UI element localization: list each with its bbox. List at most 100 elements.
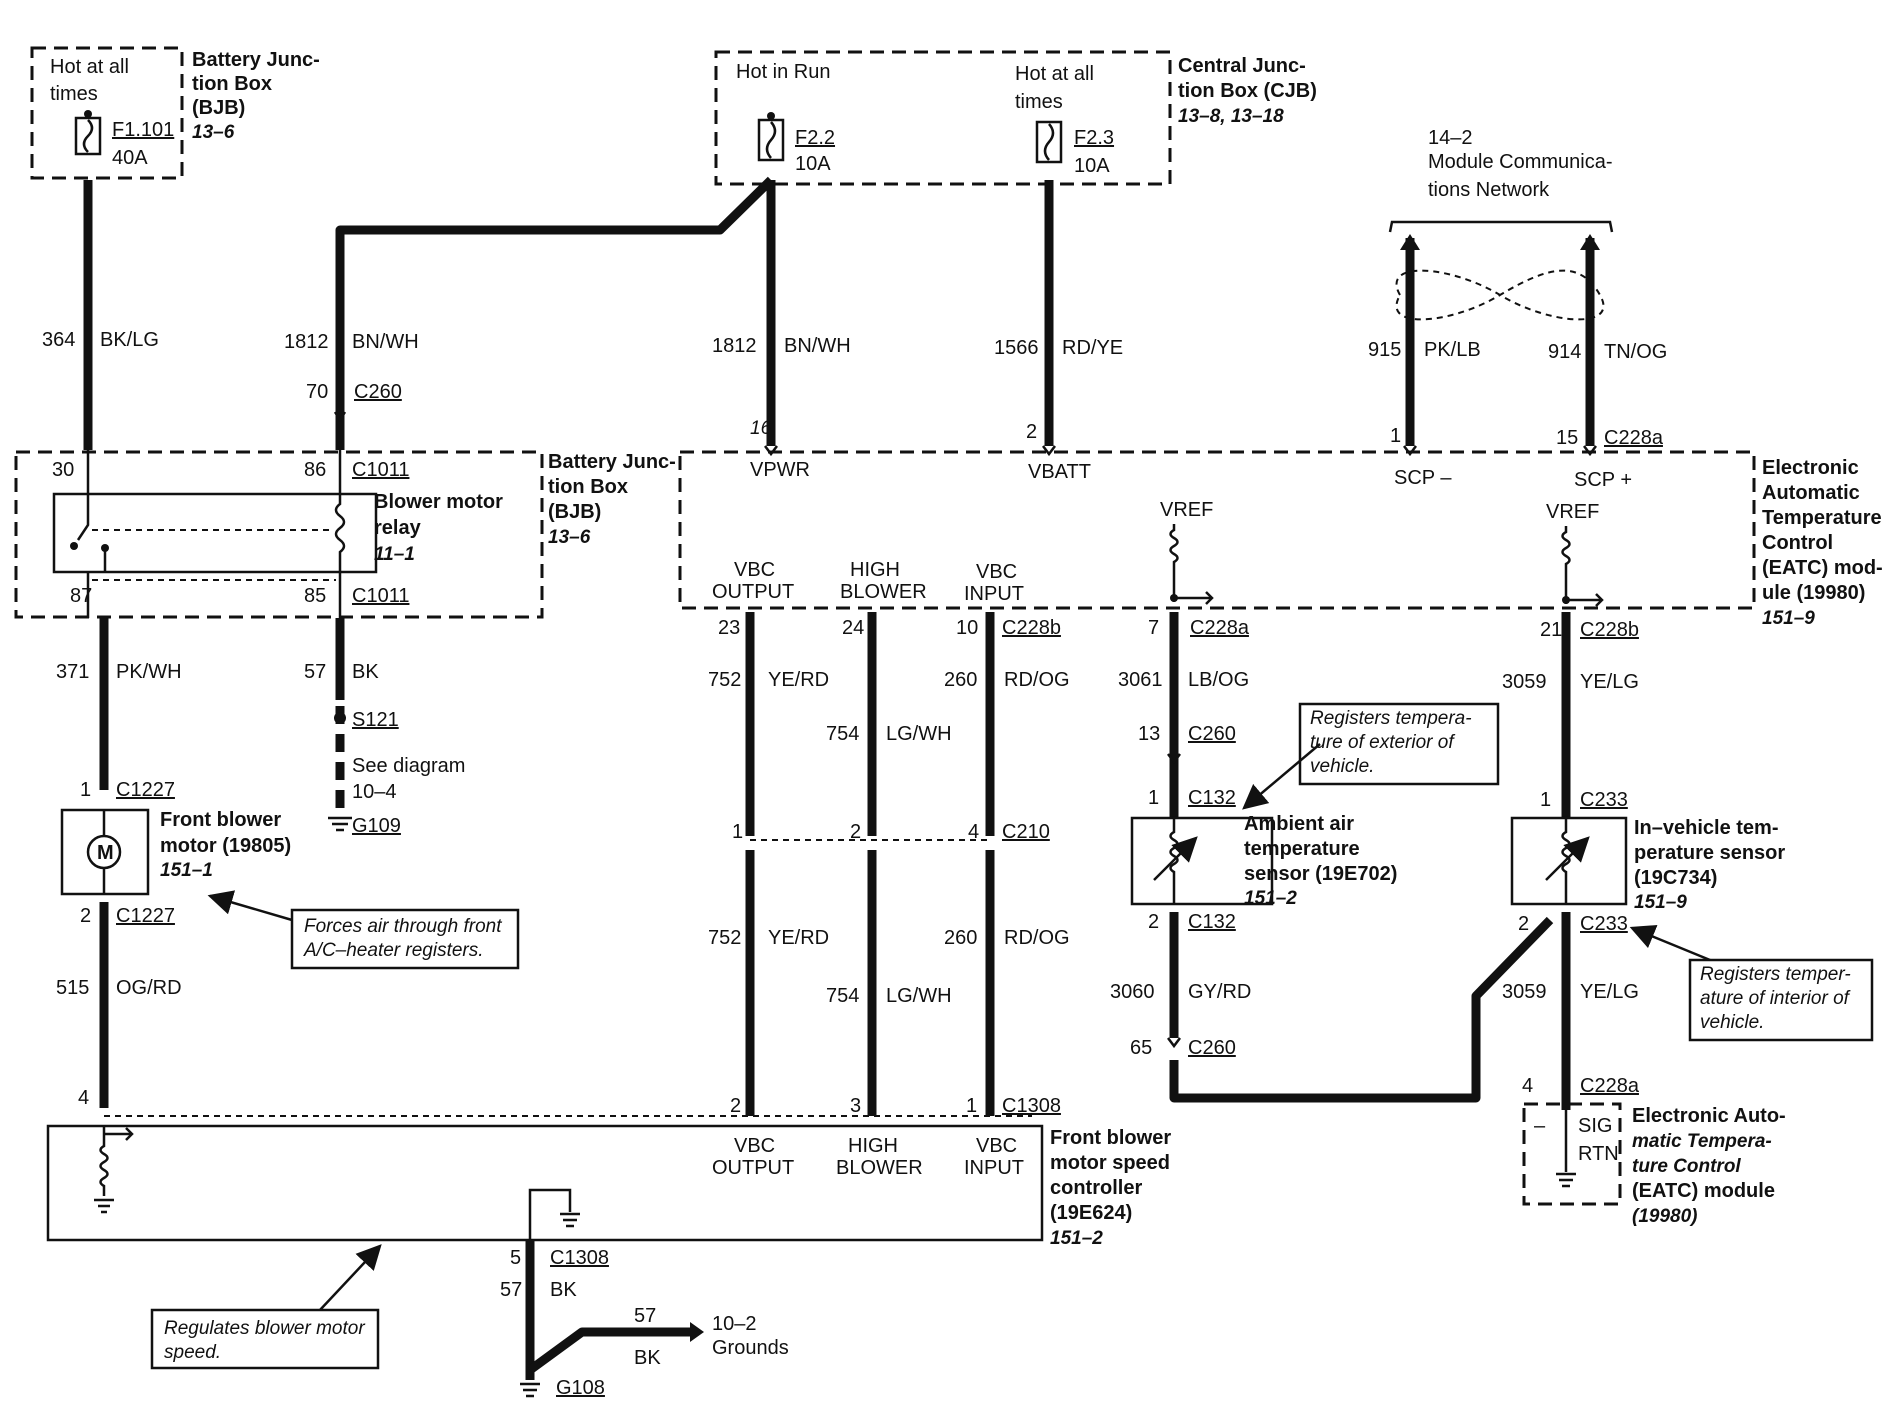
wire-label-color: RD/YE <box>1062 337 1123 359</box>
ground-label: G109 <box>352 815 401 837</box>
pin-label: 65 <box>1130 1037 1152 1059</box>
wire-label-num: 3059 <box>1502 981 1547 1003</box>
wire-label-num: 1812 <box>284 331 329 353</box>
wire-label-num: 752 <box>708 669 741 691</box>
wire-label-num: 752 <box>708 927 741 949</box>
wire-label-color: RD/OG <box>1004 927 1070 949</box>
wire-3059-b <box>1169 916 1554 1103</box>
relay-ref: 11–1 <box>374 544 415 565</box>
pin-label: 2 <box>1518 913 1529 935</box>
eatc-pin-vpwr: VPWR <box>750 459 810 481</box>
cjb-fuse-box <box>714 50 1172 186</box>
pin-label: 86 <box>304 459 326 481</box>
grounds-label: Grounds <box>712 1337 789 1359</box>
blower-speed-controller <box>46 1124 1044 1242</box>
controller-title4: (19E624) <box>1050 1202 1132 1224</box>
callout-regulates <box>150 1308 380 1370</box>
invehicle-title2: perature sensor <box>1634 842 1785 864</box>
relay-switch-icon <box>76 494 90 541</box>
connector-label: C233 <box>1580 789 1628 811</box>
wire-label-num: 754 <box>826 723 859 745</box>
callout-text: A/C–heater registers. <box>303 940 484 961</box>
eatc2-title4: (EATC) module <box>1632 1180 1775 1202</box>
bjb-title: Battery Junc- <box>192 49 320 71</box>
fuse-f22: F2.2 <box>795 127 835 149</box>
wire-label-num: 915 <box>1368 339 1401 361</box>
callout-forces-air <box>290 908 520 970</box>
wire-label-color: LG/WH <box>886 985 952 1007</box>
connector-label: C228a <box>1604 427 1664 449</box>
callout-text: Forces air through front <box>304 916 502 937</box>
eatc2-title2: matic Tempera- <box>1632 1131 1772 1152</box>
twisted-pair-icon <box>1395 269 1605 321</box>
arrow-up-icon <box>1400 234 1420 250</box>
wire-label-color: LB/OG <box>1188 669 1249 691</box>
pin-label: 13 <box>1138 723 1160 745</box>
wire-label-color: PK/WH <box>116 661 182 683</box>
wire-label-color: BN/WH <box>352 331 419 353</box>
see-diagram: See diagram <box>352 755 465 777</box>
wire-label-num: 515 <box>56 977 89 999</box>
wire-label-num: 57 <box>634 1305 656 1327</box>
invehicle-title3: (19C734) <box>1634 867 1717 889</box>
ambient-title3: sensor (19E702) <box>1244 863 1397 885</box>
wire-label-color: GY/RD <box>1188 981 1251 1003</box>
callout-text: vehicle. <box>1700 1012 1764 1033</box>
eatc-title6: ule (19980) <box>1762 582 1865 604</box>
wire-label-num: 3061 <box>1118 669 1163 691</box>
bjb-title2: tion Box <box>192 73 272 95</box>
cjb-hot-all: Hot at all <box>1015 63 1094 85</box>
relay-junction-box <box>14 450 544 619</box>
fuse-element-icon <box>82 119 94 153</box>
relay-label2: relay <box>374 517 422 539</box>
wire-label-num: 1566 <box>994 337 1039 359</box>
eatc-title3: Temperature <box>1762 507 1882 529</box>
pin-label: 2 <box>850 821 861 843</box>
eatc2-title5: (19980) <box>1632 1206 1698 1227</box>
wire-label-num: 3059 <box>1502 671 1547 693</box>
controller-ref: 151–2 <box>1050 1228 1103 1249</box>
ground-icon <box>520 1382 540 1398</box>
wire-label-num: 371 <box>56 661 89 683</box>
pin-label: 3 <box>850 1095 861 1117</box>
fuse-f1101-amps: 40A <box>112 147 148 169</box>
pin-label: 2 <box>1148 911 1159 933</box>
grounds-ref: 10–2 <box>712 1313 757 1335</box>
controller-title3: controller <box>1050 1177 1142 1199</box>
resistor-icon <box>1169 524 1179 602</box>
eatc-title4: Control <box>1762 532 1833 554</box>
fuse-f23: F2.3 <box>1074 127 1114 149</box>
arrow-right-icon <box>690 1322 704 1342</box>
controller-vbc-input2: INPUT <box>964 1157 1024 1179</box>
connector-label: C1308 <box>550 1247 609 1269</box>
bjb2-title3: (BJB) <box>548 501 601 523</box>
callout-text: vehicle. <box>1310 756 1374 777</box>
connector-label: C1011 <box>352 459 409 481</box>
ground-icon <box>560 1212 580 1228</box>
bjb-hot-label: Hot at all <box>50 56 129 78</box>
controller-high-blower2: BLOWER <box>836 1157 923 1179</box>
wire-label-num: 260 <box>944 669 977 691</box>
wire-label-num: 914 <box>1548 341 1581 363</box>
fuse-f1101: F1.101 <box>112 119 174 141</box>
bjb-hot-label2: times <box>50 83 98 105</box>
connector-label: C260 <box>354 381 402 403</box>
eatc-pin-vbatt: VBATT <box>1028 461 1091 483</box>
connector-label: C1227 <box>116 779 175 801</box>
wire-label-color: YE/RD <box>768 669 829 691</box>
relay-coil-icon <box>334 494 346 572</box>
eatc-vref2: VREF <box>1546 501 1599 523</box>
pin-label: 2 <box>1026 421 1037 443</box>
eatc-title: Electronic <box>1762 457 1859 479</box>
eatc-high-blower: HIGH <box>850 559 900 581</box>
connector-label: C1308 <box>1002 1095 1061 1117</box>
arrow-up-icon <box>1580 234 1600 250</box>
connector-label: C1011 <box>352 585 409 607</box>
wire-label-color: BK <box>352 661 379 683</box>
network-bracket <box>1388 220 1614 233</box>
wire-label-num: 364 <box>42 329 75 351</box>
cjb-ref: 13–8, 13–18 <box>1178 106 1284 127</box>
connector-label: C132 <box>1188 911 1236 933</box>
eatc-pin-scp-plus: SCP + <box>1574 469 1632 491</box>
callout-text: Regulates blower motor <box>164 1318 365 1339</box>
